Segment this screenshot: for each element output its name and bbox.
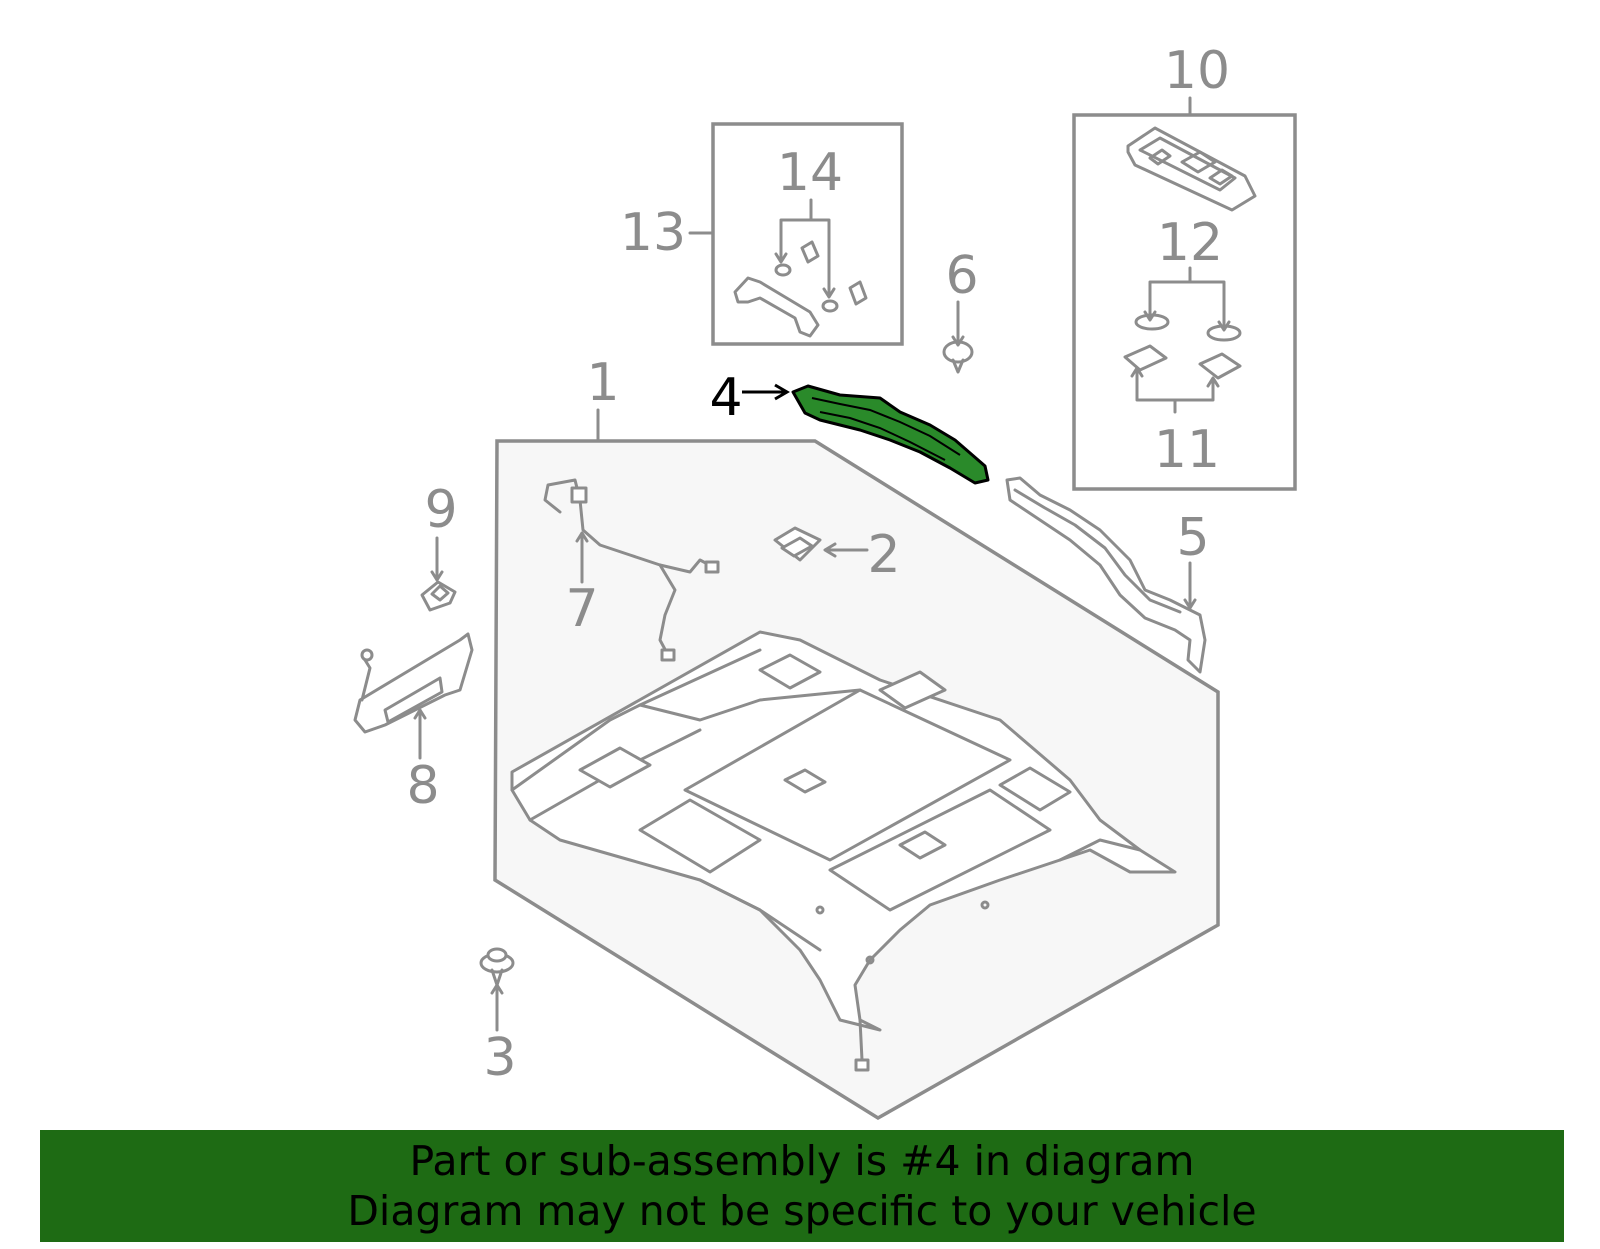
leader-4 bbox=[742, 383, 790, 401]
leader-11 bbox=[1135, 368, 1215, 414]
sun-visor-drawing bbox=[353, 632, 474, 734]
arrowheads-11 bbox=[1130, 366, 1220, 388]
callout-2: 2 bbox=[867, 525, 900, 585]
retainer-part-5-drawing bbox=[1005, 476, 1207, 674]
leader-5 bbox=[1183, 561, 1197, 610]
arrowheads-14 bbox=[774, 252, 836, 299]
leader-14 bbox=[779, 198, 831, 297]
callout-8: 8 bbox=[406, 756, 439, 816]
callout-11: 11 bbox=[1154, 420, 1220, 480]
headliner-drawing bbox=[510, 630, 1177, 1072]
clip-part-2-drawing bbox=[773, 526, 822, 562]
leader-2 bbox=[823, 542, 869, 558]
callout-3: 3 bbox=[483, 1028, 516, 1088]
leader-3 bbox=[490, 983, 504, 1032]
leader-12 bbox=[1148, 266, 1226, 330]
banner-line-1: Part or sub-assembly is #4 in diagram bbox=[409, 1137, 1195, 1185]
callout-10: 10 bbox=[1164, 41, 1230, 101]
leader-6 bbox=[951, 300, 965, 347]
push-pin-part-3-drawing bbox=[479, 947, 515, 987]
wiring-harness-drawing bbox=[543, 478, 720, 662]
callout-4: 4 bbox=[709, 368, 742, 428]
clip-part-9-drawing bbox=[420, 580, 457, 612]
callout-12: 12 bbox=[1157, 213, 1223, 273]
retainer-part-4-drawing bbox=[791, 384, 990, 485]
callout-14: 14 bbox=[777, 143, 843, 203]
callout-9: 9 bbox=[424, 480, 457, 540]
leader-7 bbox=[575, 531, 589, 584]
grab-handle-drawing bbox=[733, 240, 868, 338]
dome-lamp-drawing bbox=[1123, 126, 1257, 380]
info-banner: Part or sub-assembly is #4 in diagram Di… bbox=[40, 1130, 1564, 1242]
callout-1: 1 bbox=[586, 353, 619, 413]
dome-lamp-group-box bbox=[1072, 113, 1297, 491]
leader-9 bbox=[430, 536, 444, 582]
banner-line-2: Diagram may not be specific to your vehi… bbox=[347, 1187, 1257, 1235]
callout-7: 7 bbox=[565, 579, 598, 639]
callout-5: 5 bbox=[1176, 508, 1209, 568]
callout-13: 13 bbox=[620, 203, 686, 263]
arrowheads-12 bbox=[1143, 310, 1231, 332]
leader-8 bbox=[413, 708, 427, 760]
callout-6: 6 bbox=[945, 246, 978, 306]
